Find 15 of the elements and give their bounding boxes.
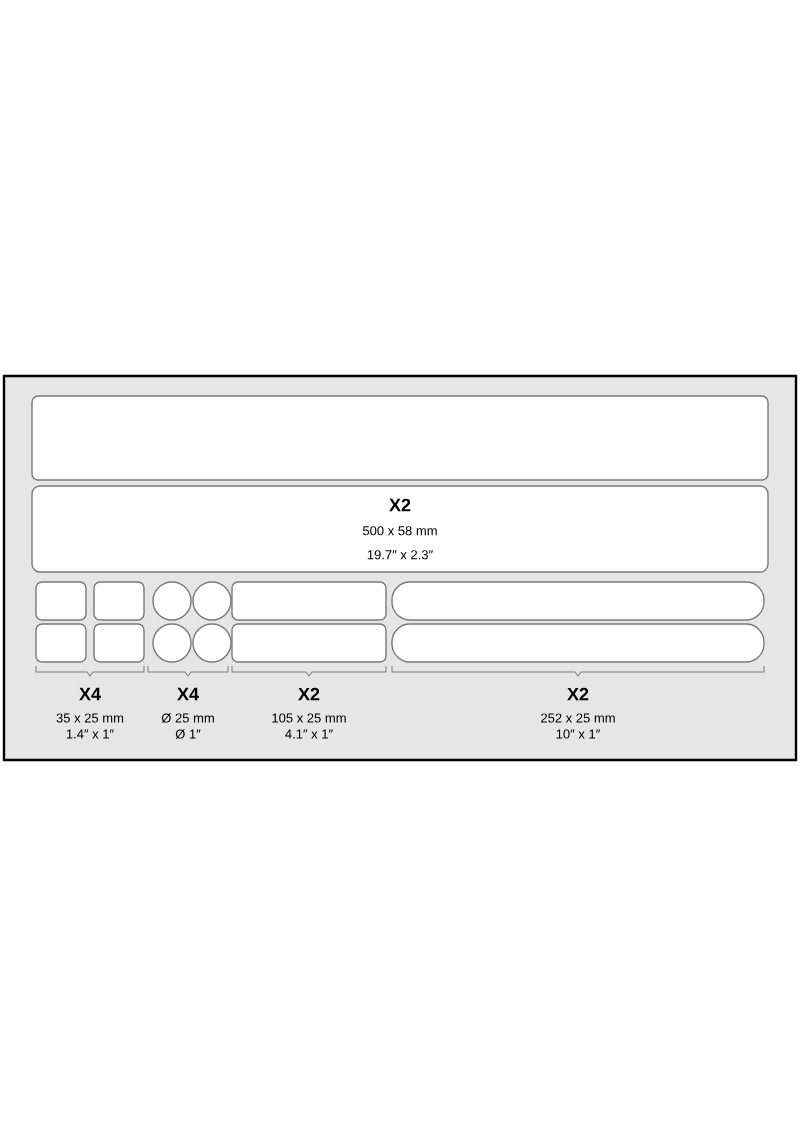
- rectangle-sticker: [93, 581, 145, 621]
- round-sticker: [152, 623, 192, 663]
- quantity-label: X4: [177, 687, 199, 701]
- round-sticker: [192, 623, 232, 663]
- quantity-label: X4: [79, 687, 101, 701]
- rectangle-sticker: [93, 623, 145, 663]
- quantity-label: X2: [298, 687, 320, 701]
- label-strip: [31, 395, 769, 481]
- round-sticker: [192, 581, 232, 621]
- quantity-label: X2: [567, 687, 589, 701]
- rectangle-sticker: [35, 581, 87, 621]
- rectangle-sticker: [35, 623, 87, 663]
- pill-sticker: [391, 623, 765, 663]
- round-sticker: [152, 581, 192, 621]
- pill-sticker: [391, 581, 765, 621]
